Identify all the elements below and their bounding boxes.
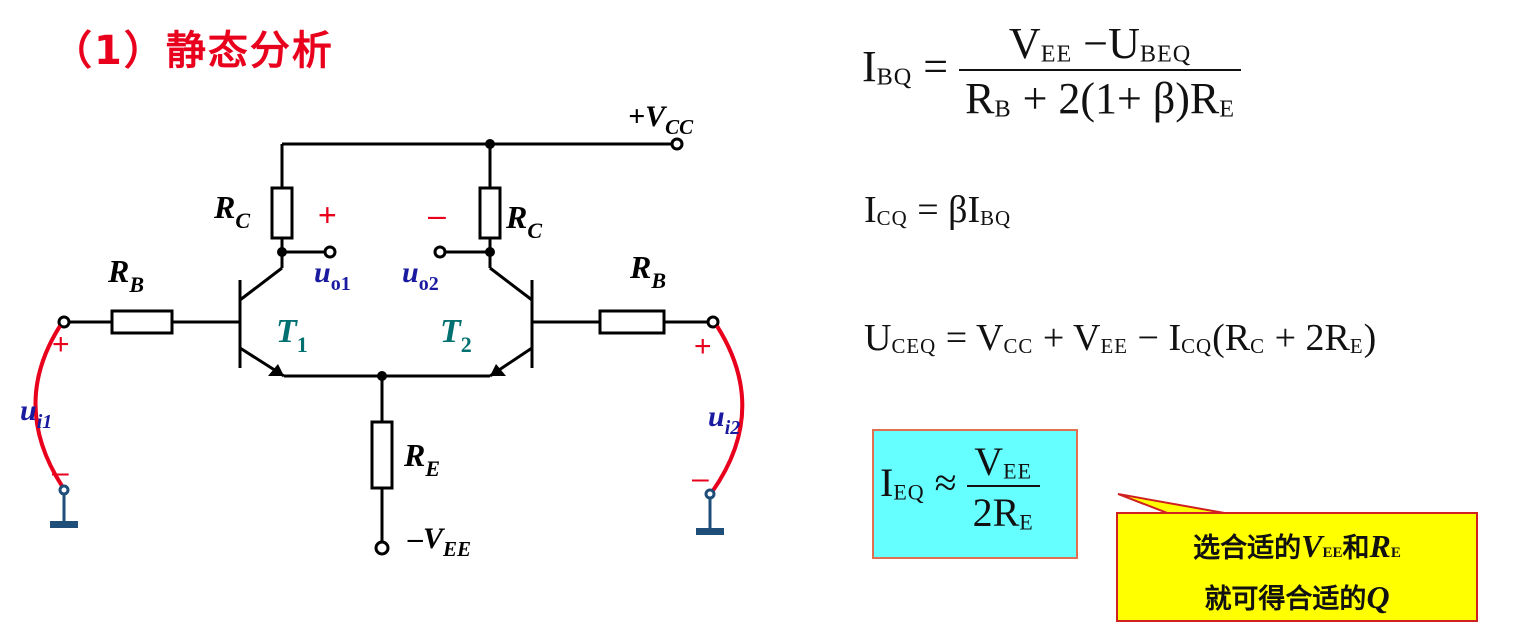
formula-ieq: IEQ ≈ VEE 2RE xyxy=(880,438,1040,536)
uo1-plus-sign: + xyxy=(318,197,337,233)
t2-emitter-arrow xyxy=(490,364,506,376)
ieq-highlight-box xyxy=(872,429,1078,559)
t1-emitter-arrow xyxy=(268,364,284,376)
formula-ibq: IBQ = VEE −UBEQ RB + 2(1+ β)RE xyxy=(862,18,1242,124)
uo1-label: uo1 xyxy=(314,256,351,295)
vcc-label: +VCC xyxy=(628,100,694,139)
uo2-minus-sign: – xyxy=(428,197,446,233)
section-title: （1）静态分析 xyxy=(52,28,334,74)
vee-label: –VEE xyxy=(407,522,471,561)
re-resistor xyxy=(370,420,394,490)
t2-label: T2 xyxy=(440,313,472,357)
ui1-source xyxy=(33,324,64,488)
rb-right-resistor xyxy=(598,309,666,335)
note-callout: 选合适的VEE和RE 就可得合适的Q xyxy=(1116,512,1478,622)
differential-amplifier-circuit: +VCC RC RC + – uo1 uo2 RB RB T1 T2 RE –V… xyxy=(20,100,745,561)
rb-right-label: RB xyxy=(629,249,666,293)
vee-terminal xyxy=(374,540,390,556)
rc-right-resistor xyxy=(478,186,502,240)
ui1-terminal xyxy=(57,315,71,329)
rb-left-resistor xyxy=(110,309,174,335)
rb-left-label: RB xyxy=(107,253,144,297)
rc-right-label: RC xyxy=(505,199,542,243)
ui2-source xyxy=(710,324,745,494)
ui2-minus-sign: – xyxy=(692,462,709,495)
ground-left xyxy=(50,521,78,528)
ibq-fraction: VEE −UBEQ RB + 2(1+ β)RE xyxy=(959,18,1242,124)
ui1-minus-sign: – xyxy=(52,456,69,489)
ui2-plus-sign: + xyxy=(694,330,712,363)
note-line-2: 就可得合适的Q xyxy=(1204,579,1390,615)
rc-left-resistor xyxy=(270,186,294,240)
ground-right xyxy=(696,528,724,535)
uo2-label: uo2 xyxy=(402,256,439,295)
note-line-1: 选合适的VEE和RE xyxy=(1193,528,1401,564)
formula-uceq: UCEQ = VCC + VEE − ICQ(RC + 2RE) xyxy=(864,317,1377,359)
ui1-plus-sign: + xyxy=(52,328,70,361)
uo2-terminal xyxy=(433,245,447,259)
ui2-terminal xyxy=(706,315,720,329)
rc-left-label: RC xyxy=(213,189,250,233)
vcc-terminal xyxy=(670,137,684,151)
ui1-label: ui1 xyxy=(20,394,52,433)
t1-label: T1 xyxy=(276,313,308,357)
uo1-terminal xyxy=(323,245,337,259)
ui2-label: ui2 xyxy=(708,400,740,439)
formula-icq: ICQ = βIBQ xyxy=(864,189,1012,231)
re-label: RE xyxy=(403,437,440,481)
